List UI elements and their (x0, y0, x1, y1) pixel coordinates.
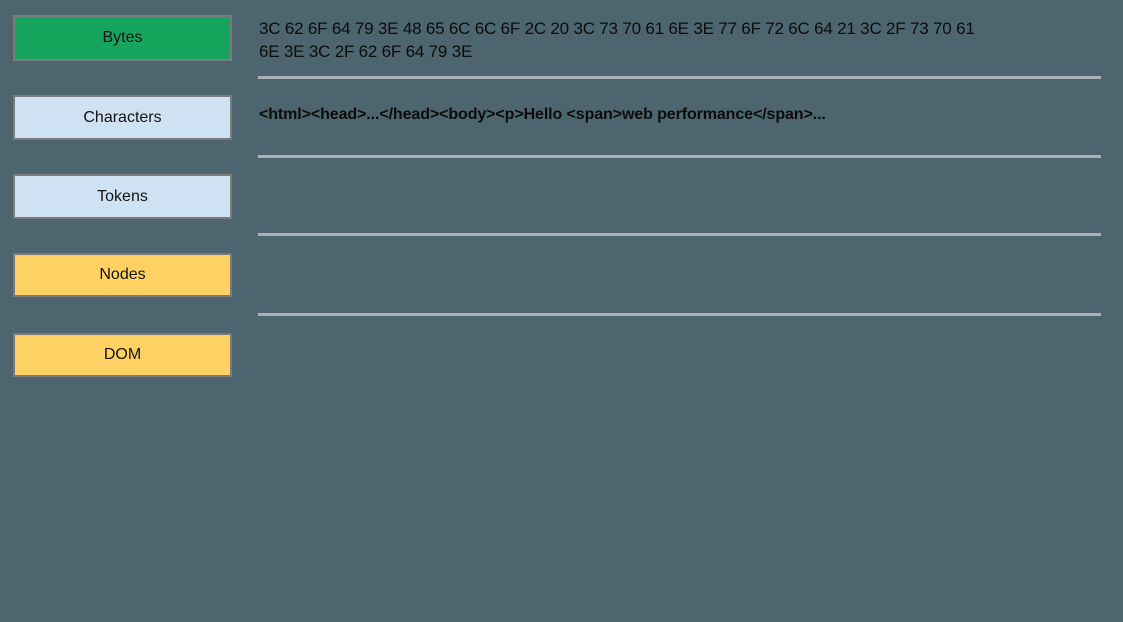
pipeline-stage-nodes: Nodes (13, 253, 232, 297)
separator-line (258, 313, 1101, 316)
characters-string: <html><head>...</head><body><p>Hello <sp… (259, 106, 826, 123)
pipeline-stage-tokens: Tokens (13, 174, 232, 219)
dom-tree (258, 320, 1123, 622)
pipeline-stage-characters: Characters (13, 95, 232, 140)
separator-line (258, 155, 1101, 158)
separator-line (258, 233, 1101, 236)
bytes-hex-line-1: 3C 62 6F 64 79 3E 48 65 6C 6C 6F 2C 20 3… (259, 19, 975, 38)
pipeline-stage-dom: DOM (13, 333, 232, 377)
bytes-hex-string: 3C 62 6F 64 79 3E 48 65 6C 6C 6F 2C 20 3… (259, 17, 975, 63)
pipeline-stage-bytes: Bytes (13, 15, 232, 61)
separator-line (258, 76, 1101, 79)
bytes-hex-line-2: 6E 3E 3C 2F 62 6F 64 79 3E (259, 42, 473, 61)
